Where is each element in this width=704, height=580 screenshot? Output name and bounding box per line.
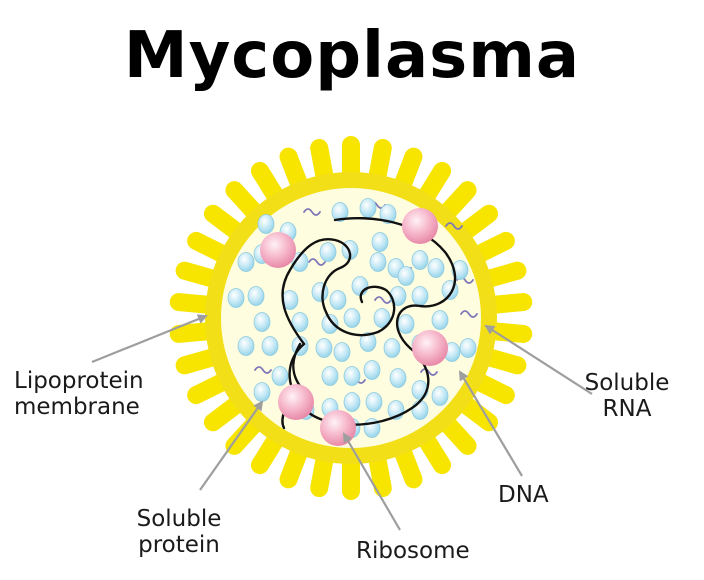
soluble-rna-strand xyxy=(308,258,326,266)
soluble-protein-particle xyxy=(237,336,255,356)
soluble-rna-strand xyxy=(420,368,438,376)
soluble-protein-particle xyxy=(227,288,245,308)
label-lipoprotein-membrane: Lipoprotein membrane xyxy=(14,368,144,421)
label-ribosome: Ribosome xyxy=(356,538,470,564)
soluble-protein-particle xyxy=(397,314,415,334)
soluble-protein-particle xyxy=(411,286,429,306)
soluble-protein-particle xyxy=(311,282,329,302)
label-soluble-protein: Soluble protein xyxy=(124,506,234,559)
soluble-protein-particle xyxy=(431,310,449,330)
soluble-protein-particle xyxy=(431,386,449,406)
soluble-protein-particle xyxy=(261,336,279,356)
soluble-protein-particle xyxy=(411,400,429,420)
soluble-protein-particle xyxy=(411,250,429,270)
soluble-protein-particle xyxy=(389,368,407,388)
label-dna: DNA xyxy=(498,482,549,508)
soluble-protein-particle xyxy=(237,252,255,272)
label-soluble-rna: Soluble RNA xyxy=(578,370,676,423)
ribosome-group xyxy=(260,208,448,446)
soluble-protein-particle xyxy=(397,266,415,286)
soluble-protein-particle xyxy=(291,252,309,272)
soluble-protein-particle xyxy=(321,366,339,386)
soluble-protein-particle xyxy=(365,392,383,412)
soluble-protein-particle xyxy=(331,202,349,222)
label-dna-text: DNA xyxy=(498,482,549,508)
soluble-protein-particle xyxy=(315,338,333,358)
pointer-dna xyxy=(458,370,523,477)
pointer-soluble-protein xyxy=(199,400,264,491)
ribosome-particle xyxy=(412,330,448,366)
soluble-protein-particle xyxy=(253,382,271,402)
pointer-lipoprotein xyxy=(91,314,208,364)
soluble-protein-particle xyxy=(427,258,445,278)
soluble-protein-particle xyxy=(343,392,361,412)
diagram-title: Mycoplasma xyxy=(123,19,581,93)
soluble-protein-particle xyxy=(351,276,369,296)
soluble-protein-particle xyxy=(321,314,339,334)
soluble-protein-particle xyxy=(319,242,337,262)
pointer-ribosome xyxy=(342,432,401,531)
soluble-protein-particle xyxy=(379,204,397,224)
soluble-protein-particle xyxy=(291,312,309,332)
soluble-protein-particle xyxy=(253,312,271,332)
label-soluble-protein-line2: protein xyxy=(138,532,220,559)
soluble-protein-particle xyxy=(373,308,391,328)
label-lipoprotein-line2: membrane xyxy=(14,394,140,421)
soluble-protein-particle xyxy=(371,232,389,252)
label-soluble-rna-line2: RNA xyxy=(602,396,652,423)
label-ribosome-text: Ribosome xyxy=(356,538,470,564)
soluble-rna-strand xyxy=(254,366,272,374)
soluble-protein-particle xyxy=(257,214,275,234)
soluble-rna-strand xyxy=(460,310,478,318)
soluble-protein-particle xyxy=(359,332,377,352)
soluble-rna-strand xyxy=(303,208,321,216)
soluble-protein-particle xyxy=(459,338,477,358)
soluble-rna-strand xyxy=(445,222,463,230)
soluble-protein-particle xyxy=(383,338,401,358)
soluble-protein-particle xyxy=(247,286,265,306)
soluble-protein-particle xyxy=(271,366,289,386)
soluble-rna-strand xyxy=(374,296,392,304)
label-soluble-rna-line1: Soluble xyxy=(584,370,670,396)
soluble-protein-particle xyxy=(343,366,361,386)
soluble-protein-particle xyxy=(329,290,347,310)
soluble-protein-particle xyxy=(411,380,429,400)
soluble-protein-particle xyxy=(343,308,361,328)
label-lipoprotein-line1: Lipoprotein xyxy=(14,368,144,394)
ribosome-particle xyxy=(320,410,356,446)
ribosome-particle xyxy=(278,384,314,420)
pointer-lines xyxy=(91,314,593,531)
soluble-protein-particle xyxy=(359,198,377,218)
ribosome-particle xyxy=(402,208,438,244)
soluble-protein-particle xyxy=(363,360,381,380)
soluble-protein-particle xyxy=(369,252,387,272)
soluble-protein-particle xyxy=(333,342,351,362)
ribosome-particle xyxy=(260,232,296,268)
label-soluble-protein-line1: Soluble xyxy=(136,506,222,532)
pointer-soluble-rna xyxy=(484,324,593,395)
